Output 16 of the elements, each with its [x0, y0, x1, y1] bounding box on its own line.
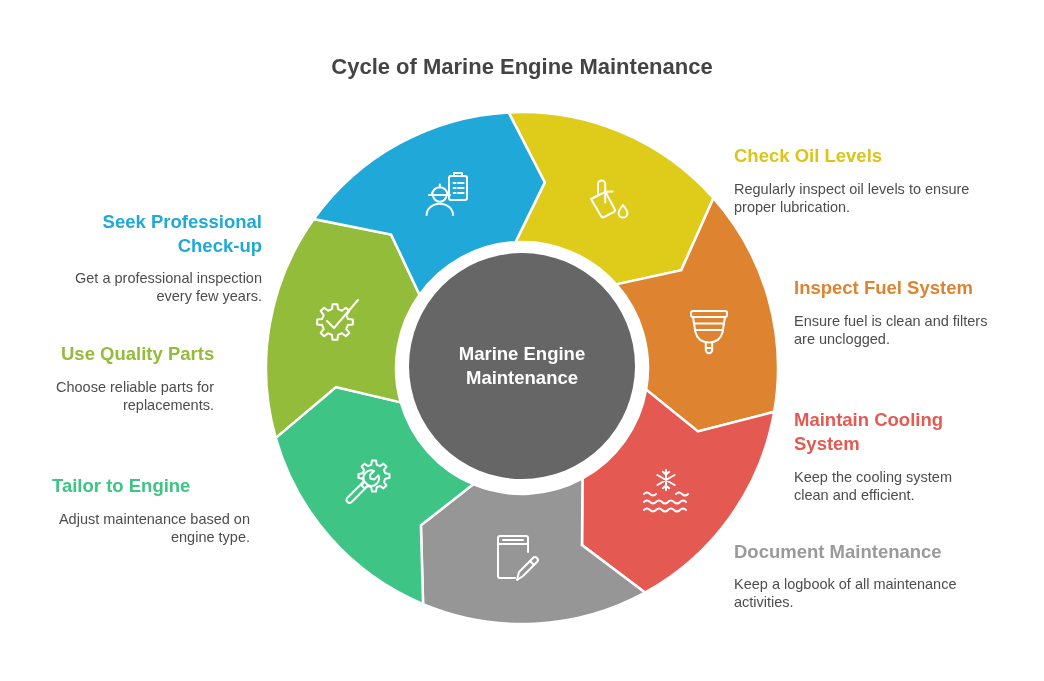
step-title: Tailor to Engine [52, 474, 191, 498]
step-description: Adjust maintenance based on engine type. [57, 510, 250, 546]
step-description: Get a professional inspection every few years. [74, 269, 262, 305]
step-title: Use Quality Parts [61, 342, 215, 366]
step-description: Keep the cooling system clean and efficient. [794, 468, 953, 504]
step-description: Keep a logbook of all maintenance activities. [734, 575, 958, 611]
step-description: Ensure fuel is clean and filters are unclogged. [794, 312, 989, 348]
step-description: Choose reliable parts for replacements. [55, 378, 214, 414]
step-title: Document Maintenance [734, 540, 942, 564]
step-title: Maintain Cooling System [794, 408, 944, 456]
hub-label: Marine Engine Maintenance [457, 342, 587, 390]
step-title: Seek Professional Check-up [101, 210, 262, 258]
step-title: Inspect Fuel System [794, 276, 973, 300]
step-description: Regularly inspect oil levels to ensure proper lubrication. [734, 180, 971, 216]
diagram-title: Cycle of Marine Engine Maintenance [331, 54, 713, 80]
step-title: Check Oil Levels [734, 144, 883, 168]
